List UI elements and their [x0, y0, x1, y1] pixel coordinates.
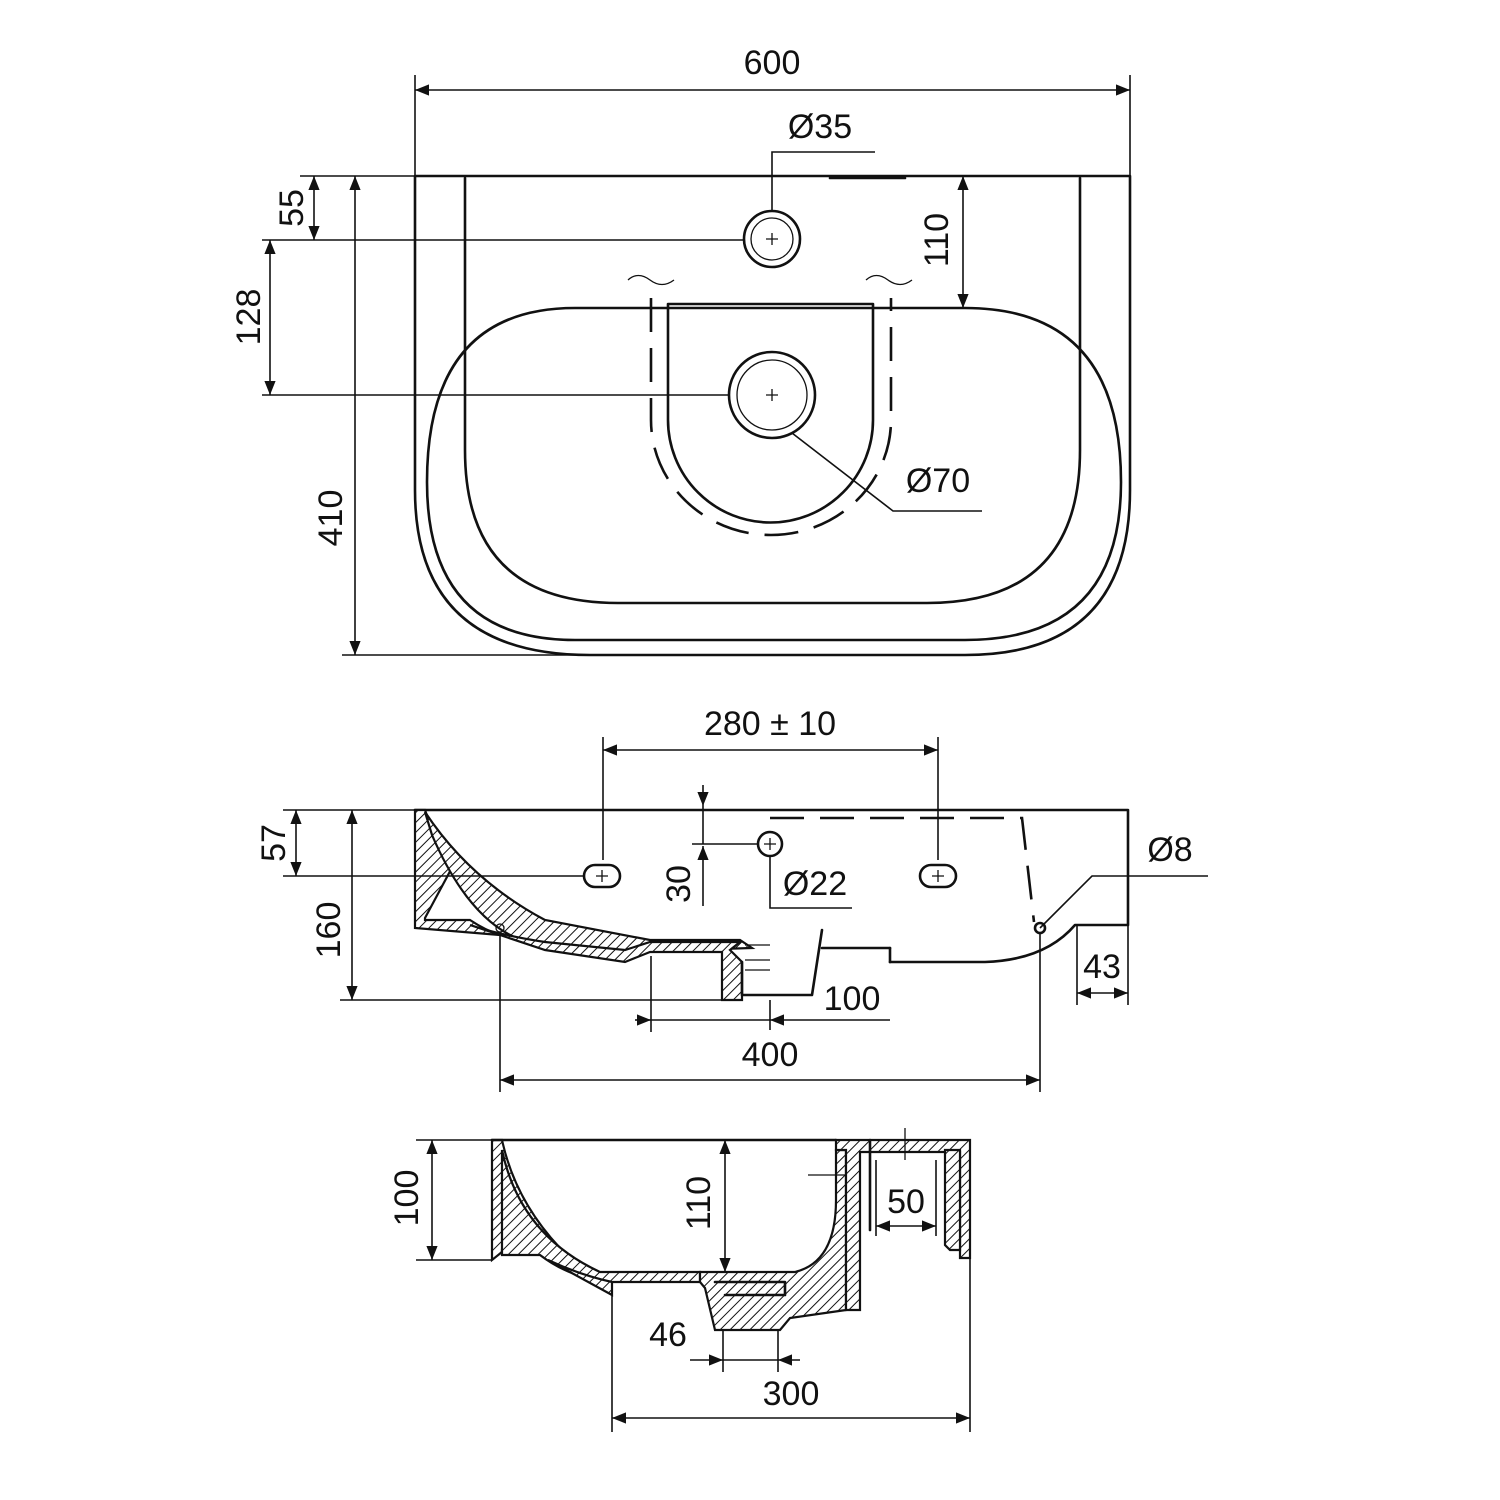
label-300: 300 [763, 1375, 820, 1413]
bowl-outline [425, 306, 1123, 642]
drain-pocket [666, 302, 875, 524]
bowl-bottom-section [469, 923, 744, 1002]
section-drain-body [698, 1148, 848, 1332]
bowl-section [423, 811, 756, 954]
label-110-top: 110 [918, 213, 956, 267]
drain-center-mark [766, 389, 778, 401]
side-view: 280 ± 10 57 160 30 Ø22 Ø8 43 100 400 [255, 705, 1208, 1092]
label-280: 280 ± 10 [704, 705, 836, 743]
label-43: 43 [1083, 948, 1121, 986]
tap-hole-outer [742, 209, 802, 269]
label-110-section: 110 [680, 1176, 718, 1230]
section-outlet [713, 1280, 787, 1297]
drain-hole-inner [736, 359, 808, 431]
label-100-side: 100 [824, 980, 881, 1018]
front-mark [495, 923, 505, 933]
label-400: 400 [742, 1036, 799, 1074]
break-mark-left [627, 274, 675, 286]
top-view: 600 Ø35 55 128 410 110 Ø70 [230, 44, 1132, 657]
label-600: 600 [744, 44, 801, 82]
section-view: 100 110 50 46 300 [388, 1128, 972, 1432]
label-55: 55 [273, 189, 311, 227]
label-22: Ø22 [783, 865, 847, 903]
tap-hole-center-mark [766, 233, 778, 245]
top-view-outline [413, 174, 1132, 657]
label-50: 50 [887, 1183, 925, 1221]
label-8: Ø8 [1147, 831, 1192, 869]
label-70: Ø70 [906, 462, 970, 500]
label-160: 160 [310, 902, 348, 959]
break-mark-right [865, 274, 913, 286]
label-30: 30 [660, 865, 698, 903]
hidden-pocket-outline [649, 298, 893, 537]
tap-hole-inner [750, 217, 794, 261]
label-35: Ø35 [788, 108, 852, 146]
drain-body [740, 928, 824, 997]
section-back-lip [943, 1148, 962, 1252]
leader-8 [1039, 875, 1208, 929]
label-57: 57 [255, 824, 293, 862]
section-back-wall [834, 1138, 972, 1312]
section-bowl-floor [547, 1259, 614, 1297]
side-view-outline [413, 808, 1130, 964]
basin-inner-edge [463, 176, 1082, 605]
label-100-section: 100 [388, 1170, 426, 1227]
leader-22 [769, 856, 852, 909]
label-410: 410 [312, 490, 350, 547]
leader-35 [771, 151, 875, 210]
overflow-center-mark [764, 838, 776, 850]
label-46: 46 [649, 1316, 687, 1354]
label-128: 128 [230, 289, 268, 346]
leader-70 [791, 432, 982, 512]
side-hidden-edge [770, 816, 1036, 923]
bracket-slot-right [918, 863, 958, 889]
